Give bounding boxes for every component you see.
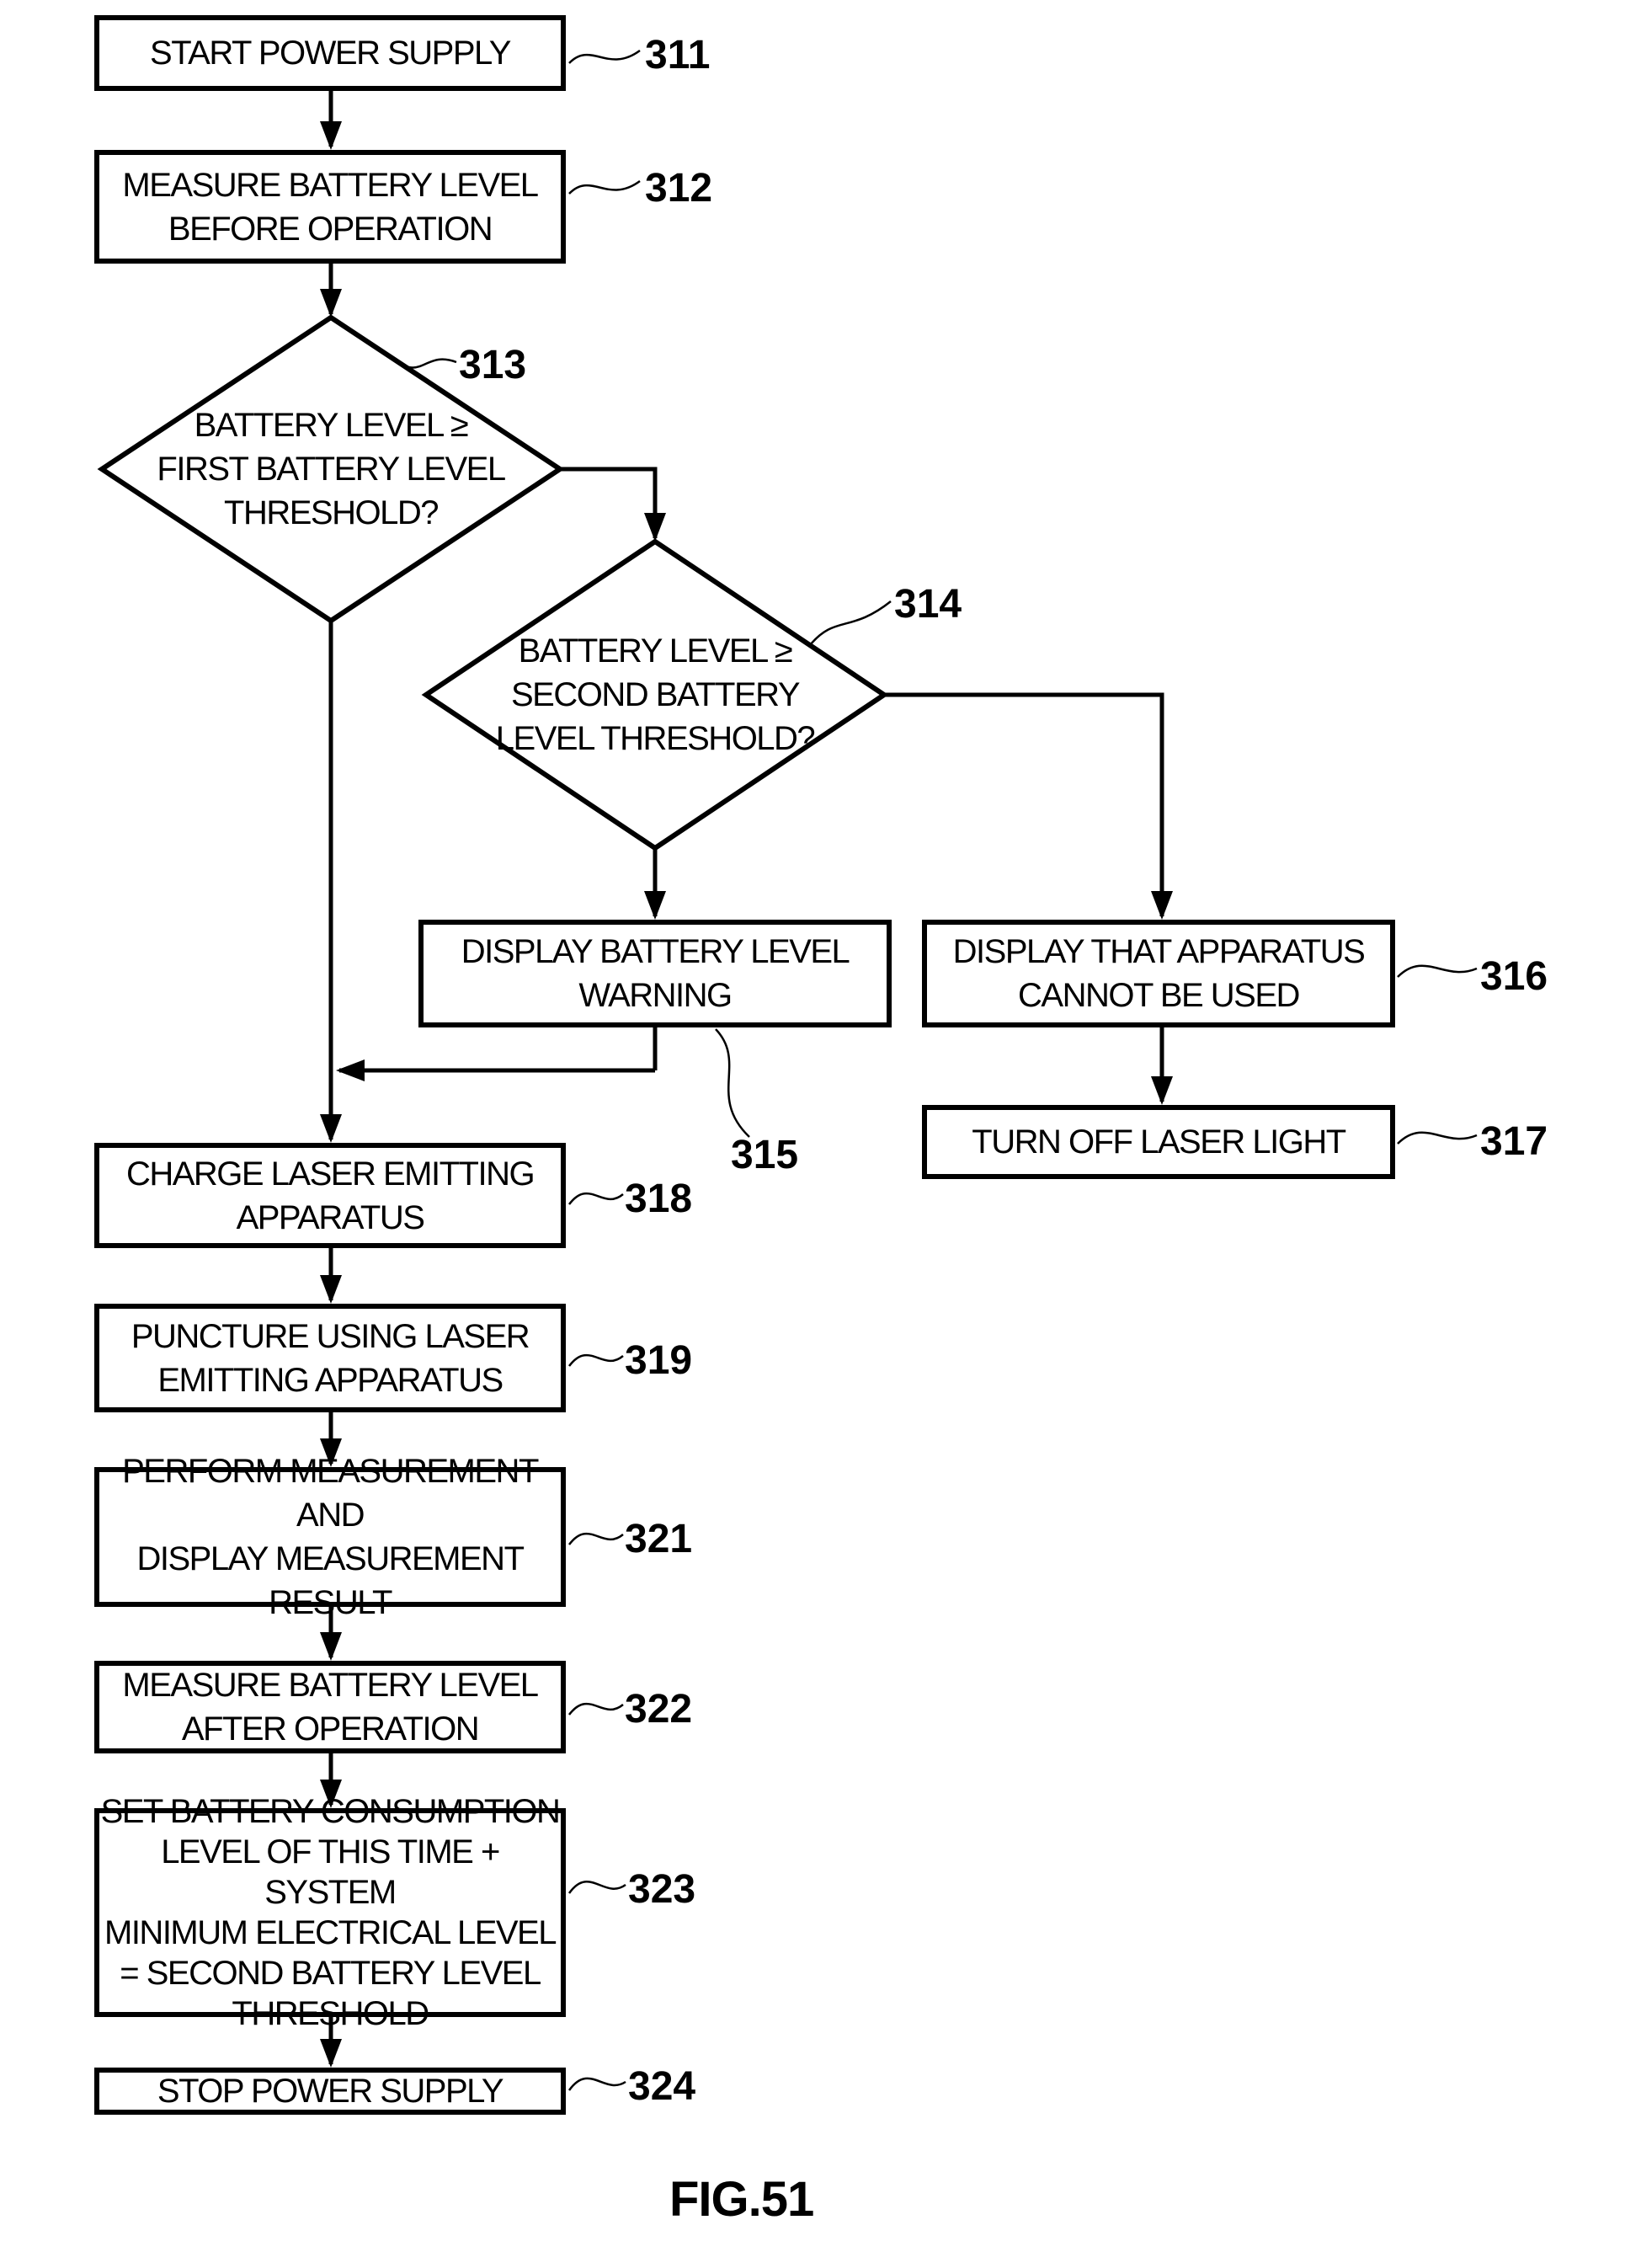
leader-321: [568, 1532, 624, 1545]
leader-314: [809, 600, 892, 646]
ref-label-314: 314: [894, 582, 962, 627]
ref-label-317: 317: [1480, 1119, 1548, 1164]
leader-316: [1397, 964, 1478, 978]
ref-label-319: 319: [625, 1338, 693, 1383]
ref-label-318: 318: [625, 1177, 693, 1221]
ref-label-316: 316: [1480, 954, 1548, 999]
figure-caption: FIG.51: [669, 2172, 814, 2227]
process-box-perform-measurement: PERFORM MEASUREMENT AND DISPLAY MEASUREM…: [94, 1453, 566, 1621]
leader-324: [567, 2077, 626, 2091]
ref-label-321: 321: [625, 1517, 693, 1561]
ref-label-322: 322: [625, 1687, 693, 1732]
process-box-start-power-supply: START POWER SUPPLY: [94, 15, 566, 91]
process-box-set-battery-threshold: SET BATTERY CONSUMPTION LEVEL OF THIS TI…: [94, 1793, 566, 2032]
ref-label-312: 312: [645, 166, 713, 211]
leader-317: [1397, 1131, 1478, 1145]
process-box-puncture-using-laser: PUNCTURE USING LASER EMITTING APPARATUS: [94, 1304, 566, 1412]
leader-318: [568, 1192, 624, 1205]
ref-label-323: 323: [628, 1867, 696, 1912]
decision-text-second-threshold: BATTERY LEVEL ≥ SECOND BATTERY LEVEL THR…: [495, 632, 816, 757]
process-box-display-battery-warning: DISPLAY BATTERY LEVEL WARNING: [418, 920, 892, 1027]
connector-313-314: [560, 467, 666, 542]
process-box-charge-laser-apparatus: CHARGE LASER EMITTING APPARATUS: [94, 1143, 566, 1248]
process-box-measure-battery-before: MEASURE BATTERY LEVEL BEFORE OPERATION: [94, 150, 566, 264]
process-box-stop-power-supply: STOP POWER SUPPLY: [94, 2068, 566, 2115]
ref-label-313: 313: [459, 343, 527, 387]
decision-text-first-threshold: BATTERY LEVEL ≥ FIRST BATTERY LEVEL THRE…: [157, 407, 506, 531]
process-box-turn-off-laser: TURN OFF LASER LIGHT: [922, 1105, 1395, 1179]
leader-313: [395, 358, 457, 369]
ref-label-311: 311: [645, 33, 711, 77]
process-box-measure-battery-after: MEASURE BATTERY LEVEL AFTER OPERATION: [94, 1661, 566, 1753]
leader-315: [715, 1028, 750, 1138]
connector-314-316: [884, 692, 1173, 920]
ref-label-315: 315: [731, 1133, 799, 1177]
leader-323: [567, 1881, 626, 1894]
leader-319: [568, 1353, 624, 1367]
process-box-display-cannot-be-used: DISPLAY THAT APPARATUS CANNOT BE USED: [922, 920, 1395, 1027]
ref-label-324: 324: [628, 2064, 696, 2109]
leader-311: [568, 49, 641, 64]
leader-312: [568, 179, 641, 195]
leader-322: [568, 1702, 624, 1716]
